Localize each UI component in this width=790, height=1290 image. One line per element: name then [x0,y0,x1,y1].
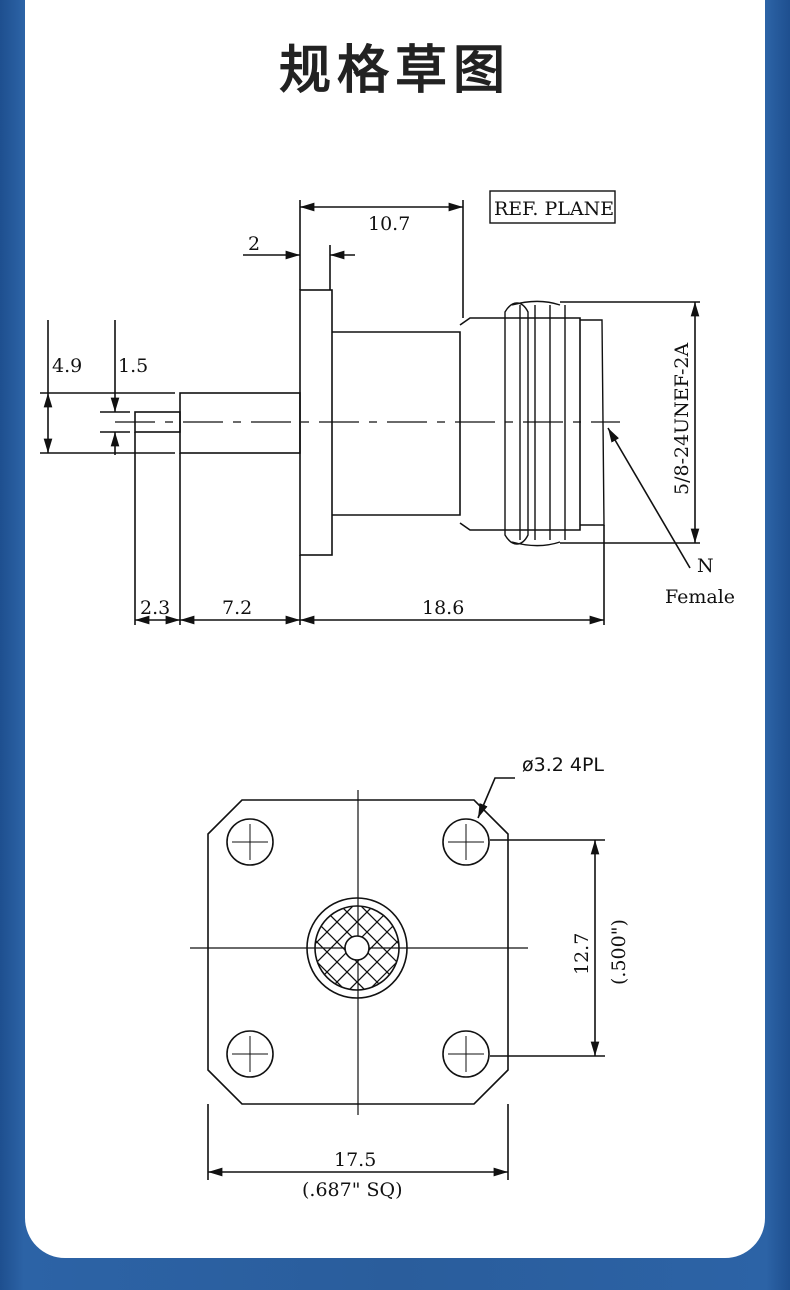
page-title: 规格草图 [278,41,511,101]
dim-4-9: 4.9 [52,355,82,377]
dim-500: (.500") [608,919,630,985]
connector-knurl-ring [314,905,400,991]
dim-1-5: 1.5 [118,355,148,377]
hole-spec: ø3.2 4PL [522,754,604,776]
body-outline [332,331,461,516]
mounting-holes [226,818,490,1078]
dim-7-2: 7.2 [222,597,252,619]
front-view-drawing [190,777,605,1180]
ref-plane-label: REF. PLANE [494,198,614,220]
side-view-labels: 10.7 2 REF. PLANE 4.9 1.5 2.3 7.2 18.6 5… [52,198,735,619]
dim-2: 2 [248,233,260,255]
connector-outer [306,897,408,999]
front-view-labels: ø3.2 4PL 12.7 (.500") 17.5 (.687" SQ) [302,754,630,1201]
dim-12-7: 12.7 [571,933,593,975]
label-female: Female [665,586,735,608]
thread-body [459,317,581,531]
thread-spec: 5/8-24UNEF-2A [671,342,693,495]
ref-plane-box [489,190,616,224]
label-n: N [697,555,714,577]
side-view-drawing [40,190,700,625]
thread-ridges [504,300,605,547]
dim-18-6: 18.6 [422,597,464,619]
center-pin [344,935,370,961]
dim-10-7: 10.7 [368,213,410,235]
dim-2-3: 2.3 [140,597,170,619]
dim-687: (.687" SQ) [302,1179,403,1201]
dim-17-5: 17.5 [334,1149,376,1171]
pin-body [179,392,301,454]
